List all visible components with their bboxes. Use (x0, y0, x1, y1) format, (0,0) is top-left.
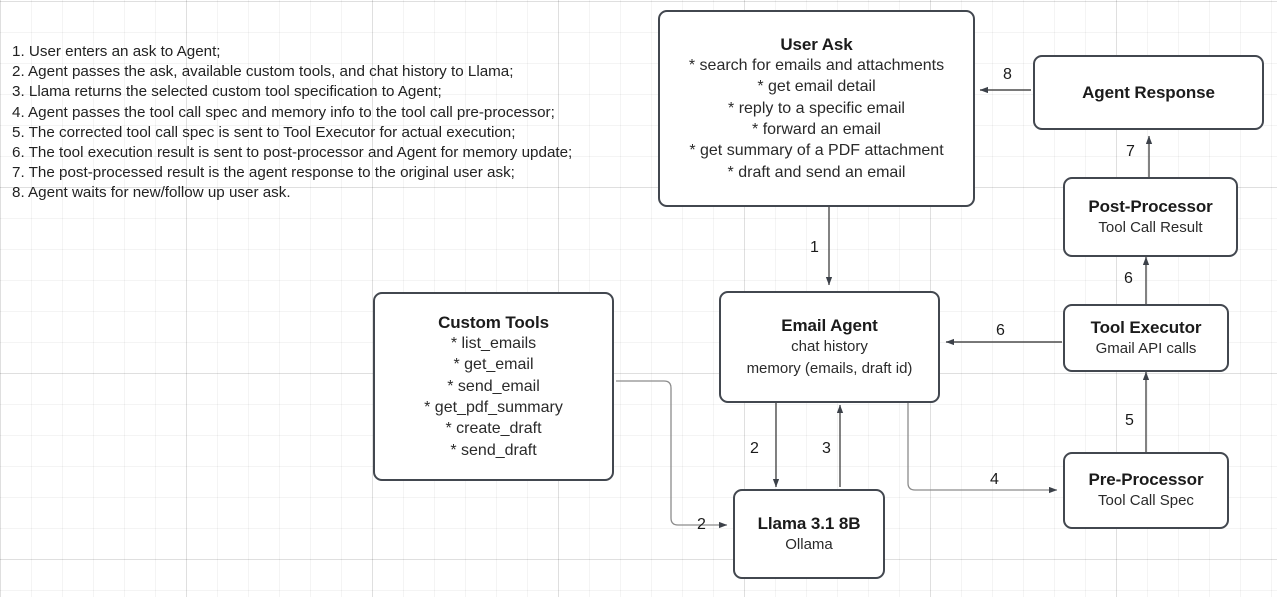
node-email-agent[interactable]: Email Agent chat history memory (emails,… (719, 291, 940, 403)
legend-step-7: 7. The post-processed result is the agen… (12, 164, 515, 182)
edge-label-7: 7 (1126, 143, 1135, 160)
legend-step-5: 5. The corrected tool call spec is sent … (12, 123, 516, 141)
legend-step-6: 6. The tool execution result is sent to … (12, 144, 573, 162)
pre-processor-subtitle: Tool Call Spec (1098, 492, 1194, 509)
process-steps-legend: 1. User enters an ask to Agent; 2. Agent… (12, 42, 652, 204)
node-user-ask[interactable]: User Ask * search for emails and attachm… (658, 10, 975, 207)
edge-label-2a: 2 (750, 440, 759, 457)
custom-tools-item-2: * get_email (453, 356, 534, 374)
edge-4-path (907, 403, 1058, 494)
agent-response-title: Agent Response (1082, 83, 1215, 102)
user-ask-item-3: * reply to a specific email (728, 99, 905, 117)
legend-step-4: 4. Agent passes the tool call spec and m… (12, 103, 555, 121)
node-pre-processor[interactable]: Pre-Processor Tool Call Spec (1063, 452, 1229, 529)
custom-tools-item-5: * create_draft (445, 420, 542, 438)
legend-step-3: 3. Llama returns the selected custom too… (12, 83, 442, 101)
edge-label-1: 1 (810, 239, 819, 256)
llama-title: Llama 3.1 8B (757, 513, 861, 533)
post-processor-title: Post-Processor (1088, 196, 1213, 216)
edge-label-6b: 6 (1124, 270, 1133, 287)
custom-tools-item-3: * send_email (447, 377, 540, 395)
legend-step-2: 2. Agent passes the ask, available custo… (12, 63, 514, 81)
edge-2b-path (616, 380, 728, 529)
pre-processor-title: Pre-Processor (1088, 470, 1204, 489)
user-ask-item-5: * get summary of a PDF attachment (689, 142, 944, 160)
tool-executor-subtitle: Gmail API calls (1095, 339, 1197, 357)
edge-label-2b: 2 (697, 516, 706, 533)
user-ask-item-1: * search for emails and attachments (688, 56, 945, 74)
legend-step-8: 8. Agent waits for new/follow up user as… (12, 184, 291, 202)
node-post-processor[interactable]: Post-Processor Tool Call Result (1063, 177, 1238, 257)
custom-tools-item-4: * get_pdf_summary (424, 399, 563, 416)
email-agent-subtitle-1: chat history (791, 337, 868, 355)
node-tool-executor[interactable]: Tool Executor Gmail API calls (1063, 304, 1229, 372)
edge-label-5: 5 (1125, 412, 1134, 429)
user-ask-item-4: * forward an email (752, 121, 881, 138)
custom-tools-item-6: * send_draft (450, 441, 537, 459)
edge-label-6a: 6 (996, 322, 1005, 339)
edge-label-4: 4 (990, 471, 999, 488)
post-processor-subtitle: Tool Call Result (1098, 218, 1203, 236)
user-ask-item-6: * draft and send an email (727, 163, 906, 181)
node-agent-response[interactable]: Agent Response (1033, 55, 1264, 130)
legend-step-1: 1. User enters an ask to Agent; (12, 43, 221, 60)
user-ask-item-2: * get email detail (757, 78, 876, 96)
node-llama[interactable]: Llama 3.1 8B Ollama (733, 489, 885, 579)
custom-tools-title: Custom Tools (438, 312, 549, 332)
edge-label-3: 3 (822, 440, 831, 457)
tool-executor-title: Tool Executor (1090, 317, 1202, 337)
edge-label-8: 8 (1003, 66, 1012, 83)
email-agent-subtitle-2: memory (emails, draft id) (746, 359, 913, 377)
llama-subtitle: Ollama (785, 535, 833, 553)
user-ask-title: User Ask (780, 34, 853, 54)
custom-tools-item-1: * list_emails (450, 334, 537, 352)
node-custom-tools[interactable]: Custom Tools * list_emails * get_email *… (373, 292, 614, 481)
email-agent-title: Email Agent (781, 315, 878, 335)
